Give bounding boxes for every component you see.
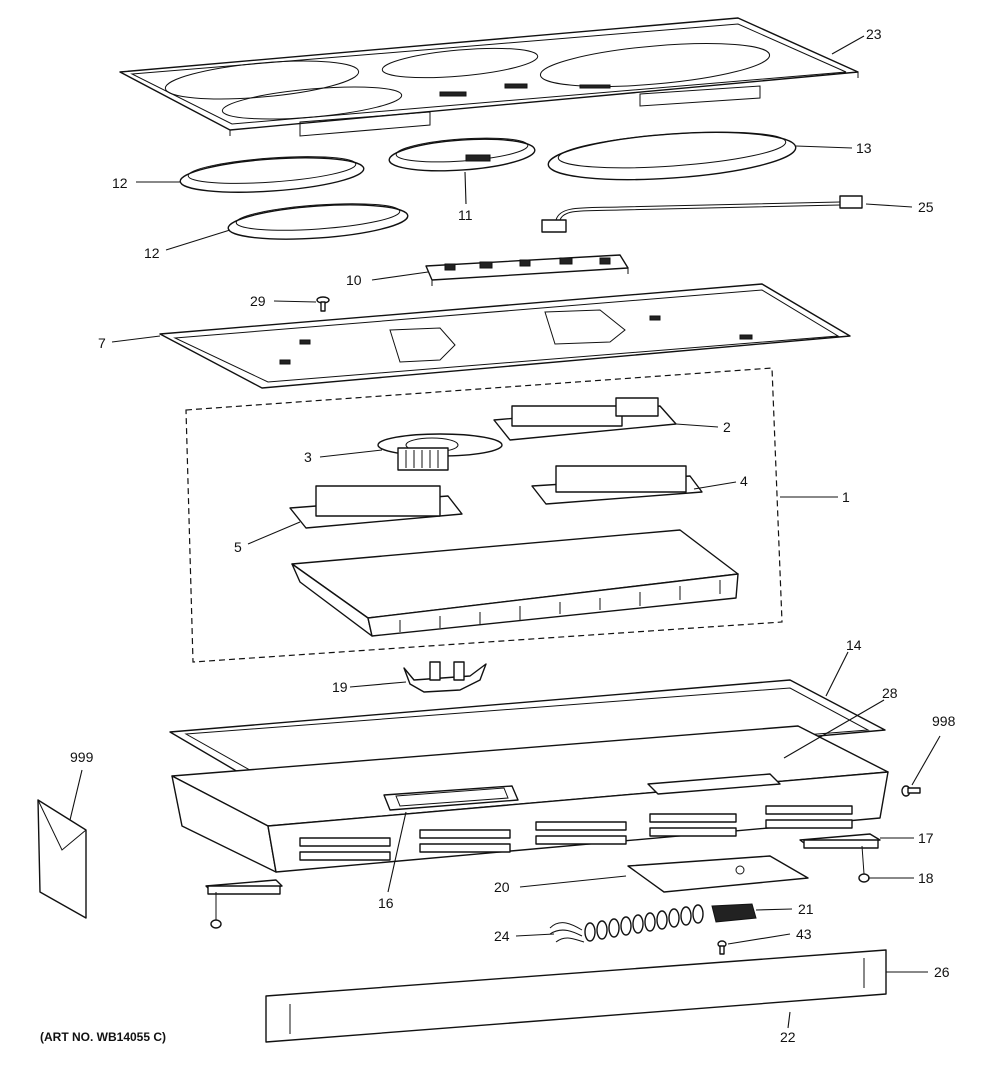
part-control-board[interactable] <box>425 254 629 286</box>
part-frame-gasket-14[interactable] <box>169 679 886 787</box>
part-burner-large[interactable] <box>547 125 797 186</box>
part-board-4[interactable] <box>531 465 703 505</box>
part-cover-28[interactable] <box>647 773 781 795</box>
callout-11: 11 <box>458 207 473 223</box>
part-trim-22[interactable] <box>265 949 887 1043</box>
callout-17: 17 <box>918 830 934 846</box>
part-wire-harness[interactable] <box>541 195 863 233</box>
callout-16: 16 <box>378 895 394 911</box>
part-glass-cooktop[interactable] <box>119 17 859 137</box>
part-burner-left-rear[interactable] <box>179 152 365 197</box>
part-screw-29[interactable] <box>316 296 330 312</box>
callout-20: 20 <box>494 879 510 895</box>
callout-4: 4 <box>740 473 748 489</box>
callout-1: 1 <box>842 489 850 505</box>
part-plate-16[interactable] <box>383 785 519 811</box>
art-number: (ART NO. WB14055 C) <box>40 1030 166 1044</box>
part-base-tray[interactable] <box>291 529 739 637</box>
part-burner-center[interactable] <box>388 134 536 175</box>
part-burner-left-front[interactable] <box>227 199 409 244</box>
part-plate-20[interactable] <box>627 855 809 893</box>
callout-5: 5 <box>234 539 242 555</box>
callout-13: 13 <box>856 140 872 156</box>
callout-28: 28 <box>882 685 898 701</box>
part-literature-999[interactable] <box>37 799 87 919</box>
callout-25: 25 <box>918 199 934 215</box>
callout-23: 23 <box>866 26 882 42</box>
part-power-cord-24[interactable] <box>549 904 704 943</box>
callout-10: 10 <box>346 272 362 288</box>
leader-lines <box>69 35 941 1029</box>
callout-19: 19 <box>332 679 348 695</box>
callout-14: 14 <box>846 637 862 653</box>
callout-26: 26 <box>934 964 950 980</box>
callout-3: 3 <box>304 449 312 465</box>
callout-43: 43 <box>796 926 812 942</box>
callout-998: 998 <box>932 713 956 729</box>
callout-numbers: 23 13 12 11 12 25 10 29 7 2 3 4 1 5 14 1… <box>70 26 956 1045</box>
callout-18: 18 <box>918 870 934 886</box>
part-foot-17-left[interactable] <box>205 879 283 929</box>
part-board-5[interactable] <box>289 485 463 529</box>
part-foot-17-right[interactable] <box>799 833 881 849</box>
part-bracket-19[interactable] <box>403 661 487 693</box>
callout-12-front: 12 <box>144 245 160 261</box>
assembly-box-1 <box>185 367 783 663</box>
callout-22: 22 <box>780 1029 796 1045</box>
callout-7: 7 <box>98 335 106 351</box>
callout-12-rear: 12 <box>112 175 128 191</box>
part-strain-relief-21[interactable] <box>711 903 757 923</box>
part-inner-pan[interactable] <box>159 283 851 389</box>
callout-2: 2 <box>723 419 731 435</box>
part-leveling-leg-18[interactable] <box>858 845 870 883</box>
part-screw-998[interactable] <box>901 785 921 797</box>
part-screw-43[interactable] <box>717 940 727 955</box>
callout-29: 29 <box>250 293 266 309</box>
callout-21: 21 <box>798 901 814 917</box>
callout-24: 24 <box>494 928 510 944</box>
callout-999: 999 <box>70 749 94 765</box>
part-board-2[interactable] <box>493 397 677 441</box>
part-fan-3[interactable] <box>377 433 503 471</box>
